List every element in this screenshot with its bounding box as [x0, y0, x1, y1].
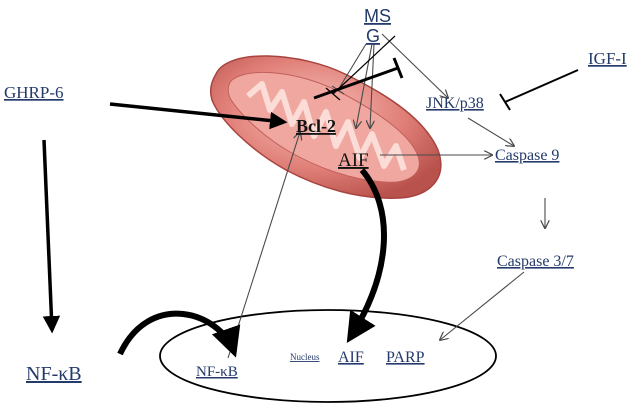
ms-inhibit-mito: [332, 35, 396, 95]
bcl2-jnk-inhibitor-bar: [392, 57, 404, 79]
msg-to-jnk-arrow: [381, 33, 448, 98]
nfkb-to-bcl2-arrow: [227, 132, 300, 359]
ms-inhibit-mito-bar: [325, 87, 341, 101]
igf-label[interactable]: IGF-I: [588, 49, 627, 68]
inhibitors: [313, 35, 579, 111]
caspase9-label[interactable]: Caspase 9: [495, 147, 559, 164]
nucleus-label: Nucleus: [290, 352, 320, 362]
jnk-label[interactable]: JNK/p38: [426, 95, 484, 112]
labels: MS G IGF-I GHRP-6 Bcl-2 AIF JNK/p38 Casp…: [4, 6, 627, 385]
bold-arrows: [42, 102, 387, 358]
ghrp-to-nfkb-arrow: [42, 139, 61, 334]
msg-to-aif-arrow-2: [356, 43, 373, 128]
nfkb-nucleus-label[interactable]: NF-κB: [196, 364, 238, 380]
igf-inhibit-jnk-bar: [499, 93, 511, 111]
msg-to-aif-arrow: [370, 43, 374, 128]
ghrp-to-bcl2-arrow: [109, 102, 288, 130]
nfkb-to-nucleus-arrow: [117, 310, 241, 358]
caspase37-to-parp-arrow: [440, 271, 525, 340]
msg-inhibit-bcl2: [337, 43, 367, 91]
bcl2-jnk-inhibitor: [313, 66, 399, 100]
aif-mito-label[interactable]: AIF: [338, 150, 369, 171]
nfkb-outside-label[interactable]: NF-κB: [26, 363, 82, 385]
parp-label[interactable]: PARP: [386, 349, 425, 366]
g-label[interactable]: G: [366, 26, 380, 46]
caspase37-label[interactable]: Caspase 3/7: [497, 253, 574, 270]
aif-nucleus-label[interactable]: AIF: [338, 349, 364, 366]
nucleus-membrane: [159, 309, 497, 403]
aif-to-nucleus-arrow: [346, 168, 387, 344]
bcl2-label[interactable]: Bcl-2: [296, 116, 336, 136]
mitochondrion: [209, 55, 442, 199]
jnk-to-caspase9-arrow: [467, 117, 514, 146]
igf-inhibit-jnk: [504, 69, 579, 103]
ms-label[interactable]: MS: [364, 6, 391, 26]
ghrp-label[interactable]: GHRP-6: [4, 83, 64, 102]
thin-connectors: [227, 33, 545, 359]
